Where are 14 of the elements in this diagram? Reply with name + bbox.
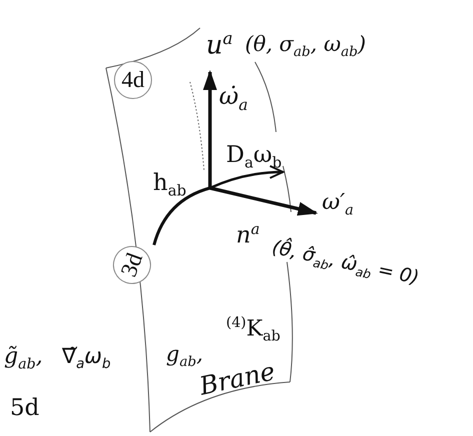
derivative-label: ∇̃$_{a}$ω$_{b}$ — [62, 346, 111, 372]
vector-label: ω′$_{a}$ — [322, 192, 354, 218]
vector-label: ω̇$_{a}$ — [219, 84, 248, 114]
metric-label: g̃$_{ab}$, — [4, 346, 43, 372]
metric-label: g$_{ab}$, — [166, 344, 204, 370]
vector-label: D$_{a}$ω$_{b}$ — [226, 144, 282, 171]
dimension-label: 5d — [10, 397, 40, 420]
vector-label: u$^{a}$ — [206, 30, 233, 59]
tensor-label: h$_{ab}$ — [153, 172, 186, 199]
vector-label: n$^{a}$ — [236, 222, 260, 248]
circled-label: 4d — [114, 61, 152, 99]
parameter-label: (θ, σ$_{ab}$, ω$_{ab}$) — [245, 34, 366, 60]
parameter-label: (θ̂, σ̂$_{ab}$, ω̂$_{ab}$ = 0) — [270, 238, 421, 291]
tensor-label: $^{(4)}$K$_{ab}$ — [226, 316, 280, 344]
